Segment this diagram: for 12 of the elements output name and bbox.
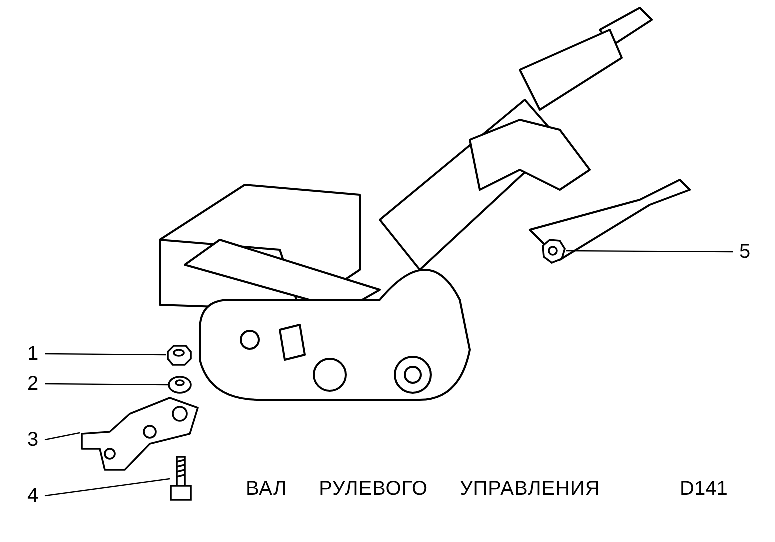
callout-number: 5 <box>736 240 754 264</box>
leader-line <box>566 250 733 253</box>
callout-number: 1 <box>24 342 42 366</box>
leader-line <box>45 353 166 356</box>
diagram-title: ВАЛ РУЛЕВОГО УПРАВЛЕНИЯ <box>246 478 600 501</box>
callout-number: 2 <box>24 372 42 396</box>
callout-number: 4 <box>24 484 42 508</box>
leader-line <box>44 478 170 497</box>
leader-line <box>45 383 168 386</box>
callout-number: 3 <box>24 428 42 452</box>
leader-line <box>44 432 80 441</box>
drawing-code: D141 <box>680 478 728 501</box>
